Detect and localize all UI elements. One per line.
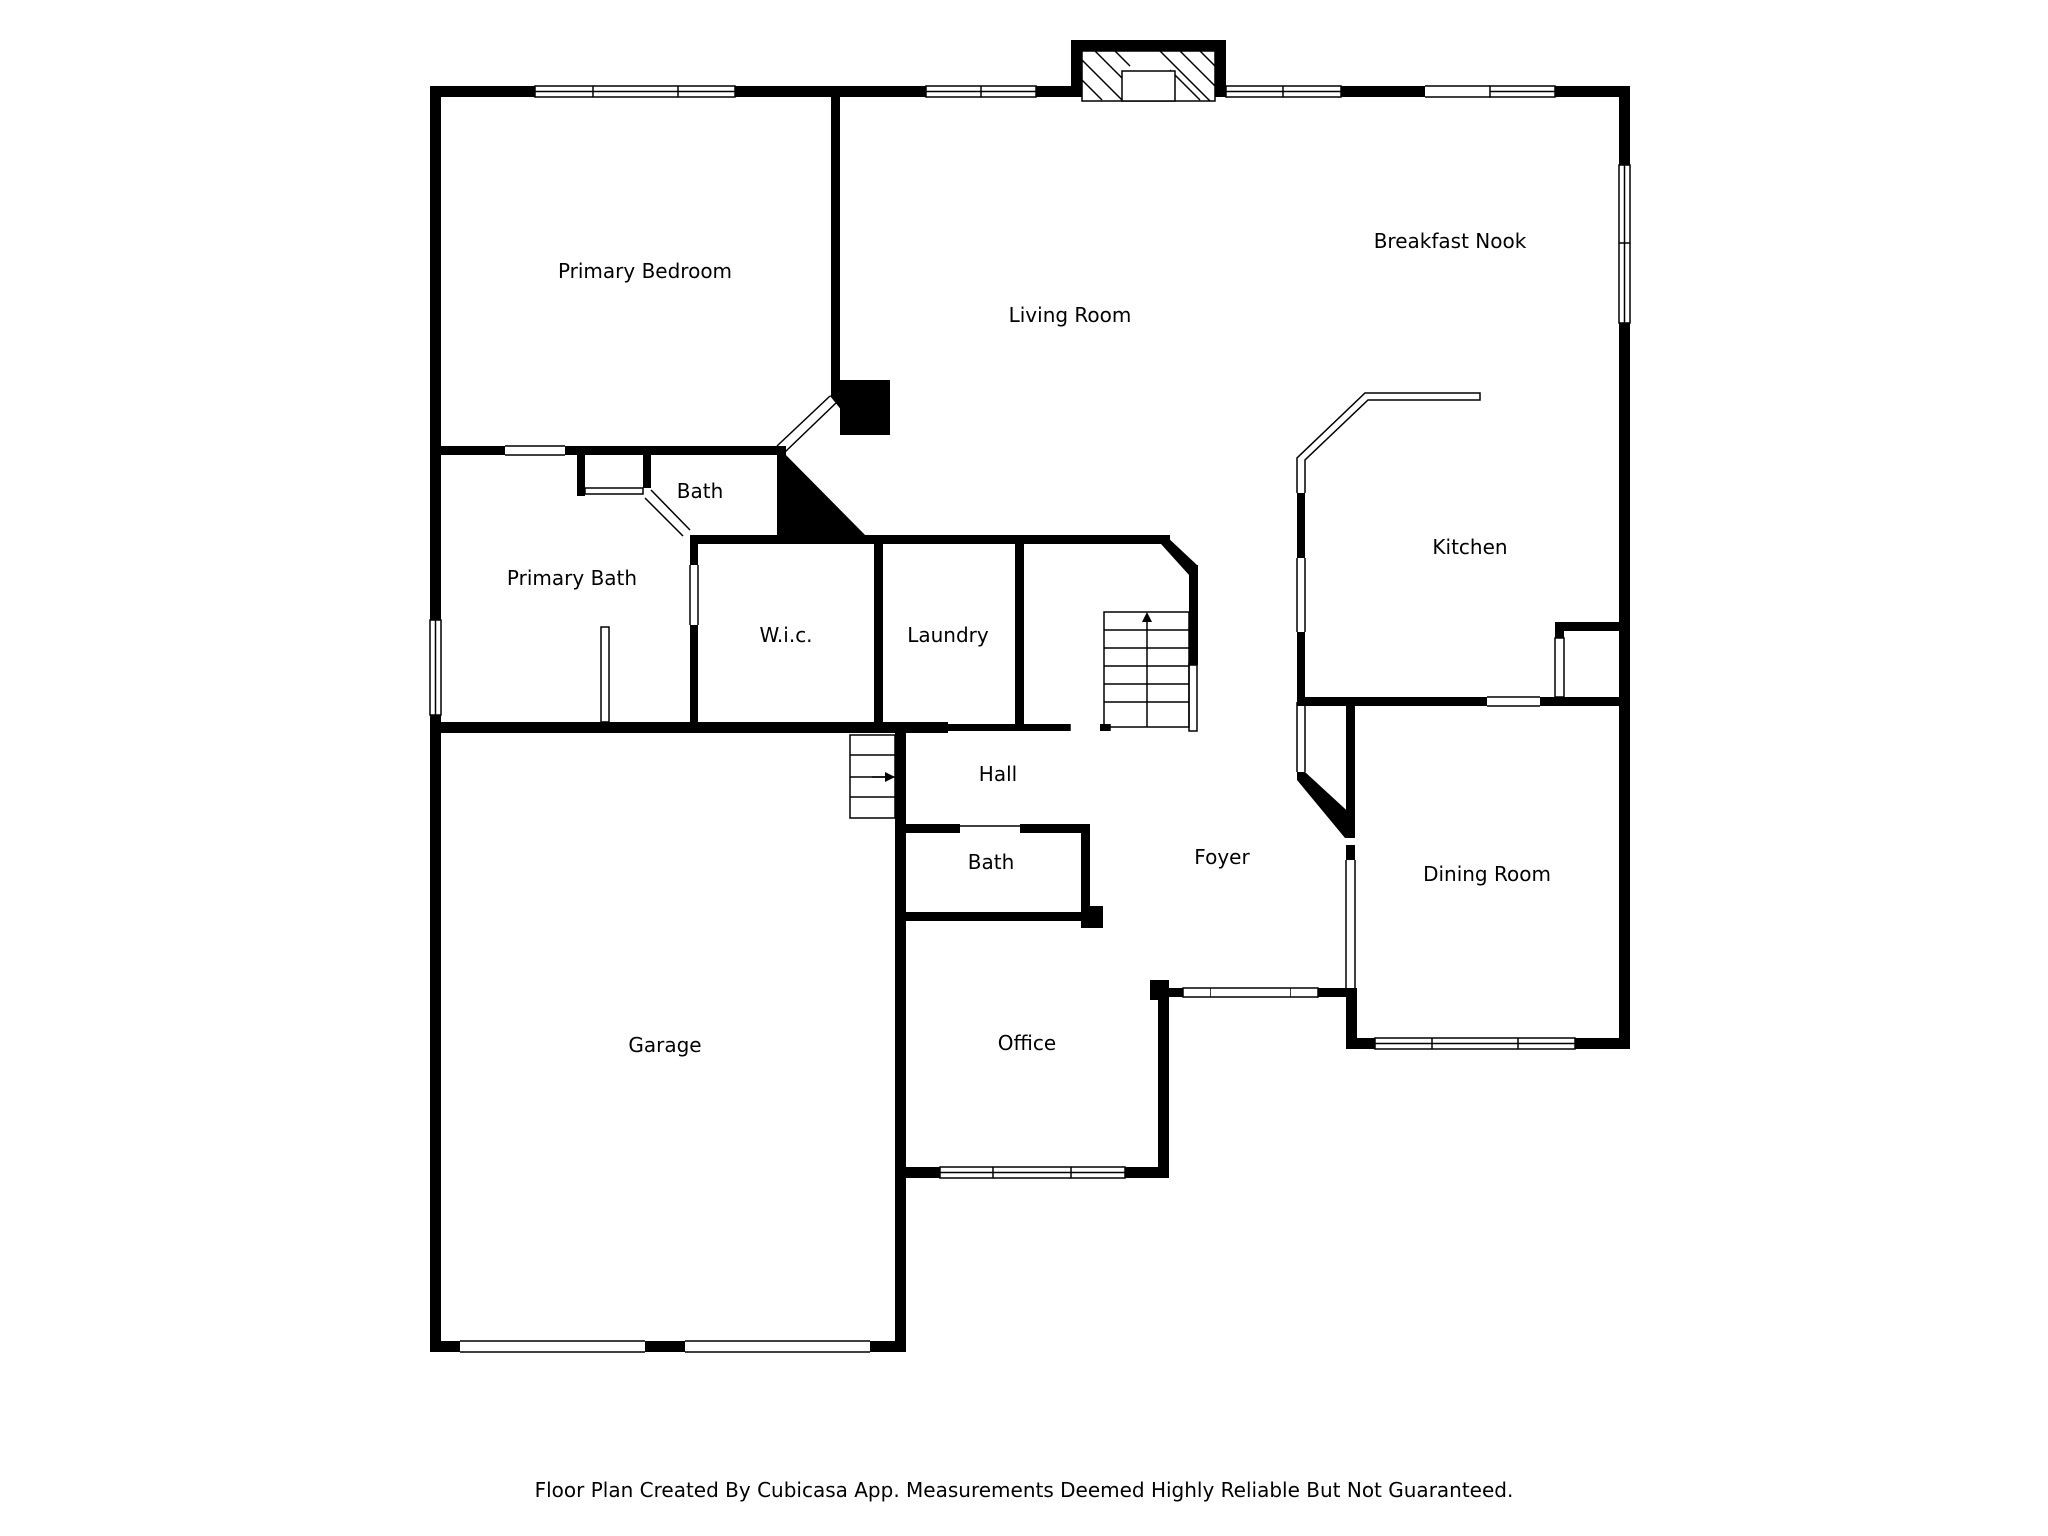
label-hall: Hall [979,762,1017,786]
door-openings [505,395,1565,988]
interior-walls [430,86,1630,928]
label-laundry: Laundry [907,623,989,647]
label-office: Office [998,1031,1056,1055]
label-dining-room: Dining Room [1423,862,1551,886]
fireplace [1071,40,1226,102]
label-bath-lower: Bath [968,850,1015,874]
kitchen-counter [1296,392,1481,493]
footer-disclaimer: Floor Plan Created By Cubicasa App. Meas… [534,1478,1514,1502]
label-living-room: Living Room [1009,303,1132,327]
room-labels: Primary Bedroom Living Room Breakfast No… [507,229,1551,1057]
label-breakfast-nook: Breakfast Nook [1374,229,1527,253]
label-bath-upper: Bath [677,479,724,503]
windows [429,85,1631,1353]
label-primary-bedroom: Primary Bedroom [558,259,732,283]
label-primary-bath: Primary Bath [507,566,637,590]
label-foyer: Foyer [1194,845,1250,869]
garage-steps [849,734,896,819]
label-garage: Garage [628,1033,701,1057]
label-wic: W.i.c. [759,623,812,647]
label-kitchen: Kitchen [1432,535,1507,559]
main-stairs [1103,611,1190,728]
